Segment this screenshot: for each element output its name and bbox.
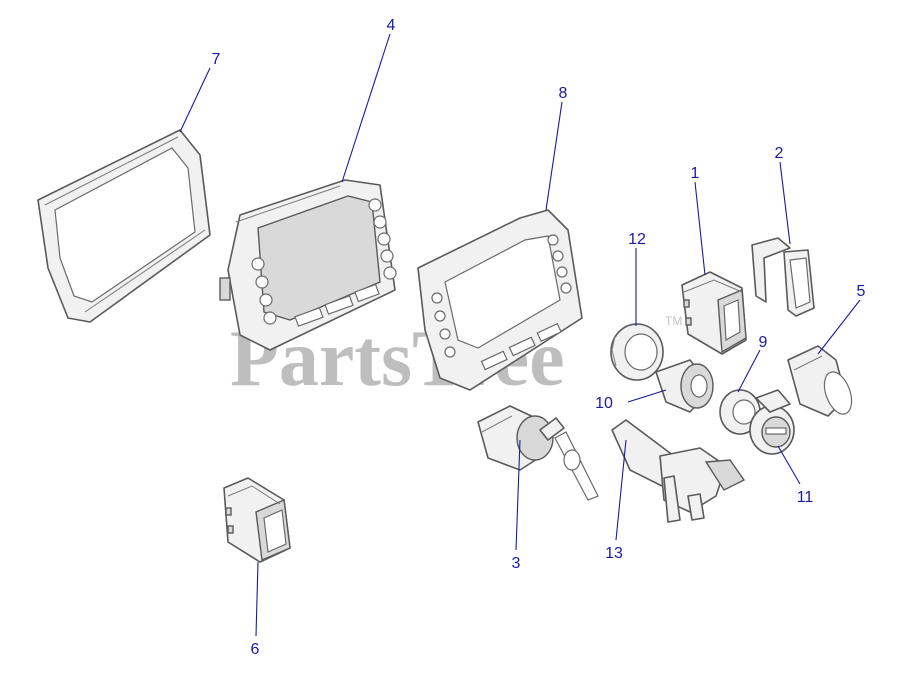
leader-11 xyxy=(777,445,801,485)
leader-7 xyxy=(179,67,211,133)
callout-11: 11 xyxy=(797,489,814,506)
callout-5: 5 xyxy=(857,283,866,300)
leader-5 xyxy=(817,299,861,355)
part-4-display-unit[interactable] xyxy=(219,179,397,351)
leader-1 xyxy=(694,181,706,276)
callout-7: 7 xyxy=(212,51,221,68)
part-13-accessory-plug[interactable] xyxy=(611,419,746,523)
callout-12: 12 xyxy=(628,231,646,248)
leader-9 xyxy=(737,349,761,393)
part-5-socket-cap[interactable] xyxy=(787,345,857,418)
part-2-switch-bezel[interactable] xyxy=(751,237,815,317)
callout-13: 13 xyxy=(605,545,623,562)
watermark-trademark: TM xyxy=(665,314,682,328)
part-6-rocker-switch[interactable] xyxy=(223,477,291,563)
leader-2 xyxy=(779,161,791,245)
leader-13 xyxy=(615,439,627,541)
part-3-ignition-switch[interactable] xyxy=(477,405,599,501)
part-8-mount-frame[interactable] xyxy=(417,209,583,391)
callout-10: 10 xyxy=(595,395,613,412)
part-12-retaining-nut[interactable] xyxy=(610,323,664,381)
callout-8: 8 xyxy=(559,85,568,102)
part-11-usb-port-cover[interactable] xyxy=(749,389,795,455)
callout-2: 2 xyxy=(775,145,784,162)
callout-6: 6 xyxy=(251,641,260,658)
leader-8 xyxy=(545,101,563,211)
leader-4 xyxy=(341,33,391,183)
leader-3 xyxy=(515,439,521,551)
leader-10 xyxy=(627,389,667,403)
callout-3: 3 xyxy=(512,555,521,572)
part-9-usb-port[interactable] xyxy=(719,389,761,435)
part-7-bezel[interactable] xyxy=(37,129,211,323)
leader-6 xyxy=(255,561,259,637)
callout-1: 1 xyxy=(691,165,700,182)
callout-4: 4 xyxy=(387,17,396,34)
part-10-power-port[interactable] xyxy=(655,359,714,413)
part-1-rocker-switch[interactable] xyxy=(681,271,747,355)
callout-9: 9 xyxy=(759,334,768,351)
